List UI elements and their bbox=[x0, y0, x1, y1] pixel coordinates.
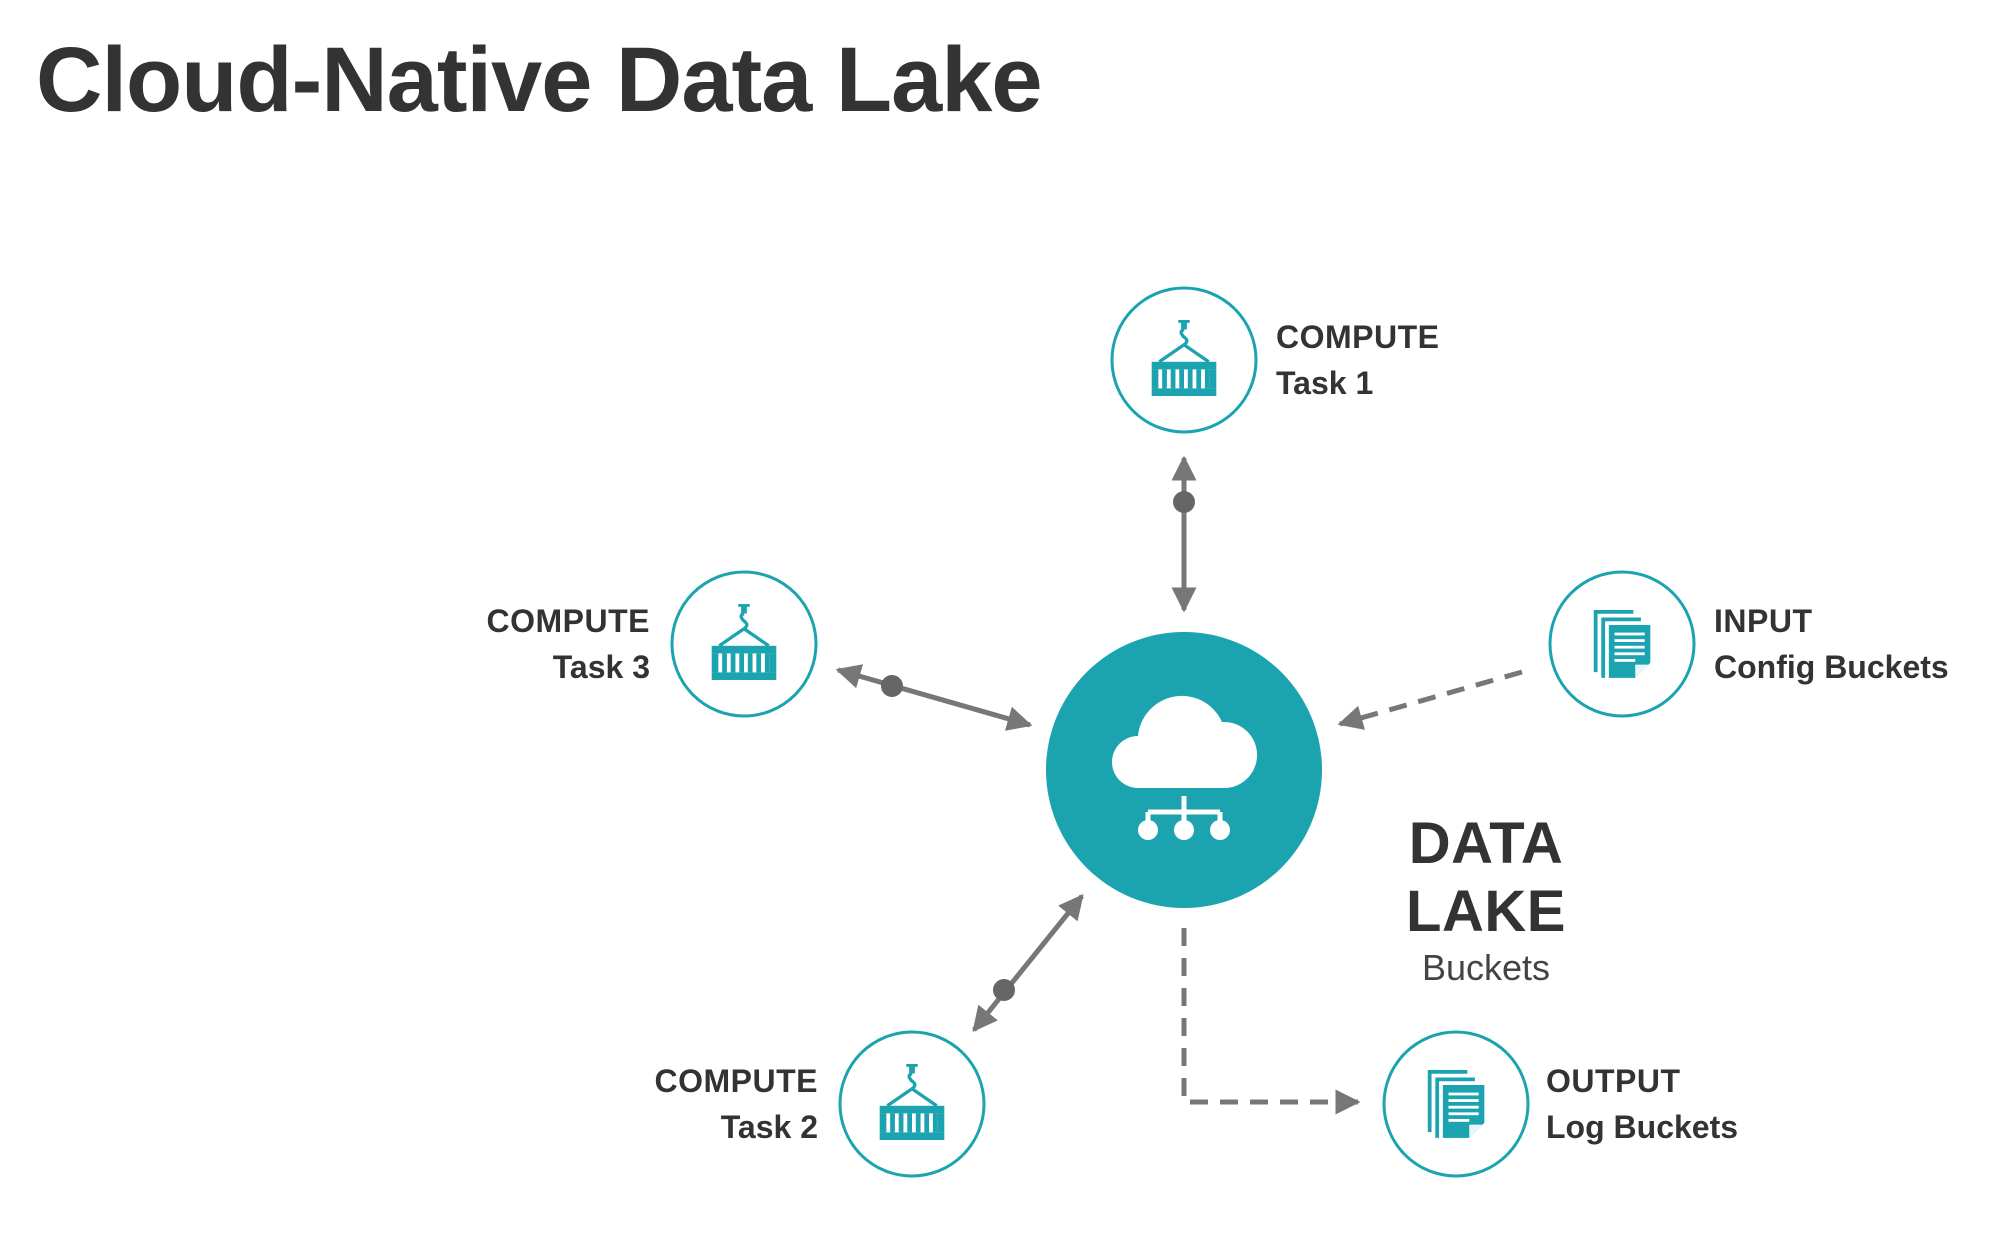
output-node bbox=[1382, 1030, 1530, 1178]
task3-title: COMPUTE bbox=[486, 603, 650, 639]
data-lake-subtitle: Buckets bbox=[1421, 947, 1551, 988]
connector-input bbox=[1337, 669, 1523, 730]
connector-task2 bbox=[972, 894, 1084, 1032]
connector-dot bbox=[993, 979, 1015, 1001]
page-title: Cloud-Native Data Lake bbox=[36, 29, 1043, 131]
task1-subtitle: Task 1 bbox=[1276, 365, 1374, 401]
connector-dot bbox=[881, 675, 903, 697]
task2-subtitle: Task 2 bbox=[720, 1109, 818, 1145]
task2-label: COMPUTE Task 2 bbox=[655, 1058, 819, 1150]
output-label: OUTPUT Log Buckets bbox=[1546, 1058, 1738, 1150]
data-lake-label: DATA LAKE Buckets bbox=[1336, 810, 1636, 990]
input-title: INPUT bbox=[1714, 603, 1813, 639]
input-node bbox=[1548, 570, 1696, 718]
task1-node bbox=[1110, 286, 1258, 434]
task2-node bbox=[838, 1030, 986, 1178]
task1-label: COMPUTE Task 1 bbox=[1276, 314, 1440, 406]
output-subtitle: Log Buckets bbox=[1546, 1109, 1739, 1145]
task1-title: COMPUTE bbox=[1276, 319, 1440, 355]
cloud-network-icon bbox=[1112, 695, 1258, 840]
task3-node bbox=[670, 570, 818, 718]
input-subtitle: Config Buckets bbox=[1714, 649, 1949, 685]
connector-output bbox=[1181, 928, 1361, 1115]
task2-title: COMPUTE bbox=[654, 1063, 818, 1099]
task3-subtitle: Task 3 bbox=[552, 649, 650, 685]
connector-task1 bbox=[1171, 455, 1197, 613]
connector-dot bbox=[1173, 491, 1195, 513]
task3-label: COMPUTE Task 3 bbox=[487, 598, 651, 690]
input-label: INPUT Config Buckets bbox=[1714, 598, 1949, 690]
connector-task3 bbox=[835, 664, 1033, 731]
data-lake-node bbox=[1046, 632, 1322, 908]
data-lake-title: DATA LAKE bbox=[1406, 811, 1566, 944]
output-title: OUTPUT bbox=[1546, 1063, 1681, 1099]
